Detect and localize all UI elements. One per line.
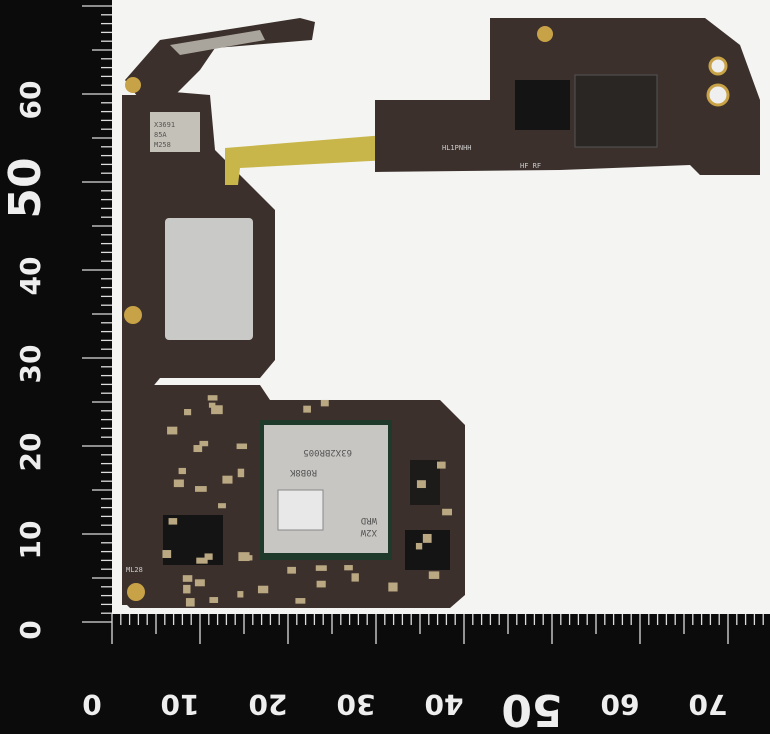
horizontal-ruler-label: 20: [249, 688, 288, 721]
smd-component: [194, 579, 205, 587]
smd-component: [183, 584, 191, 594]
board-label-1: HL1PNHH: [442, 144, 472, 152]
smd-component: [315, 565, 327, 571]
horizontal-ruler-label: 70: [689, 688, 728, 721]
smd-component: [316, 580, 326, 588]
smd-component: [257, 585, 269, 594]
screw-hole: [125, 77, 141, 93]
horizontal-ruler-label: 10: [161, 688, 200, 721]
rf-chip-small: [515, 80, 570, 130]
screw-hole: [124, 306, 142, 324]
datamatrix-code: [277, 489, 324, 531]
yellow-flex-cable: [225, 135, 388, 185]
smd-component: [178, 467, 186, 475]
horizontal-ruler-label: 0: [82, 688, 101, 721]
solder-pads: [162, 395, 453, 607]
smd-component: [238, 552, 250, 562]
soc-chip: [264, 425, 388, 553]
screw-hole: [537, 26, 553, 42]
smd-component: [437, 461, 446, 469]
smd-component: [416, 480, 426, 489]
smd-component: [209, 597, 219, 603]
module-label-3: M258: [154, 141, 171, 149]
smd-component: [168, 518, 178, 525]
thin-flex-board: [125, 18, 315, 100]
smd-component: [428, 571, 440, 579]
smd-component: [193, 445, 203, 453]
vertical-ruler-label: 30: [14, 345, 47, 384]
smd-component: [442, 508, 453, 516]
vertical-ruler-label: 20: [14, 433, 47, 472]
smd-component: [207, 395, 218, 401]
smd-component: [204, 553, 213, 560]
smd-component: [237, 468, 245, 478]
soc-label-2: R0B8K: [289, 467, 317, 477]
board-label-3: ML28: [126, 566, 143, 574]
smd-component: [185, 598, 195, 607]
smd-component: [184, 409, 192, 416]
smd-component: [167, 426, 178, 435]
screw-hole: [706, 83, 730, 107]
smd-component: [422, 533, 432, 543]
smd-component: [237, 591, 244, 598]
smd-component: [388, 582, 398, 592]
vertical-ruler-label: 40: [14, 257, 47, 296]
soc-label-1: 63X2BR005: [303, 447, 352, 457]
horizontal-ruler-label: 50: [501, 684, 562, 734]
soc-label-3: X2W: [360, 527, 377, 537]
screw-hole: [127, 583, 145, 601]
screw-hole: [708, 56, 728, 76]
smd-component: [182, 575, 193, 582]
smd-component: [222, 475, 233, 484]
smd-component: [351, 573, 359, 582]
module-label-1: X3691: [154, 121, 175, 129]
flex-trace: [170, 30, 265, 55]
horizontal-ruler-label: 40: [425, 688, 464, 721]
smd-component: [173, 479, 184, 488]
smd-component: [218, 503, 226, 509]
board-label-2: HF RF: [520, 162, 541, 170]
vertical-ruler-ticks: [82, 5, 112, 623]
smd-component: [287, 566, 296, 574]
soc-label-4: WRD: [361, 515, 377, 525]
smd-component: [211, 405, 223, 415]
horizontal-ruler-ticks: [111, 614, 764, 644]
smd-component: [196, 557, 208, 564]
smd-component: [195, 486, 207, 492]
smd-component: [236, 443, 248, 450]
smd-component: [208, 402, 216, 408]
vertical-ruler-label: 10: [14, 521, 47, 560]
vertical-ruler-label: 60: [14, 81, 47, 120]
smd-component: [199, 440, 209, 447]
horizontal-ruler-label: 60: [601, 688, 640, 721]
vertical-ruler: [0, 0, 112, 734]
smd-component: [162, 550, 172, 558]
module-label-2: 85A: [154, 131, 167, 139]
smd-component: [303, 405, 311, 413]
horizontal-ruler: [0, 614, 770, 734]
rf-chip: [574, 74, 658, 148]
smd-component: [344, 565, 353, 571]
vertical-ruler-label: 50: [0, 157, 51, 218]
vertical-ruler-label: 0: [14, 620, 47, 639]
smd-component: [295, 598, 306, 604]
chip-module-top-left: [150, 112, 200, 152]
memory-shield: [165, 218, 253, 340]
smd-component: [320, 399, 329, 407]
smd-component: [415, 542, 423, 550]
horizontal-ruler-label: 30: [337, 688, 376, 721]
